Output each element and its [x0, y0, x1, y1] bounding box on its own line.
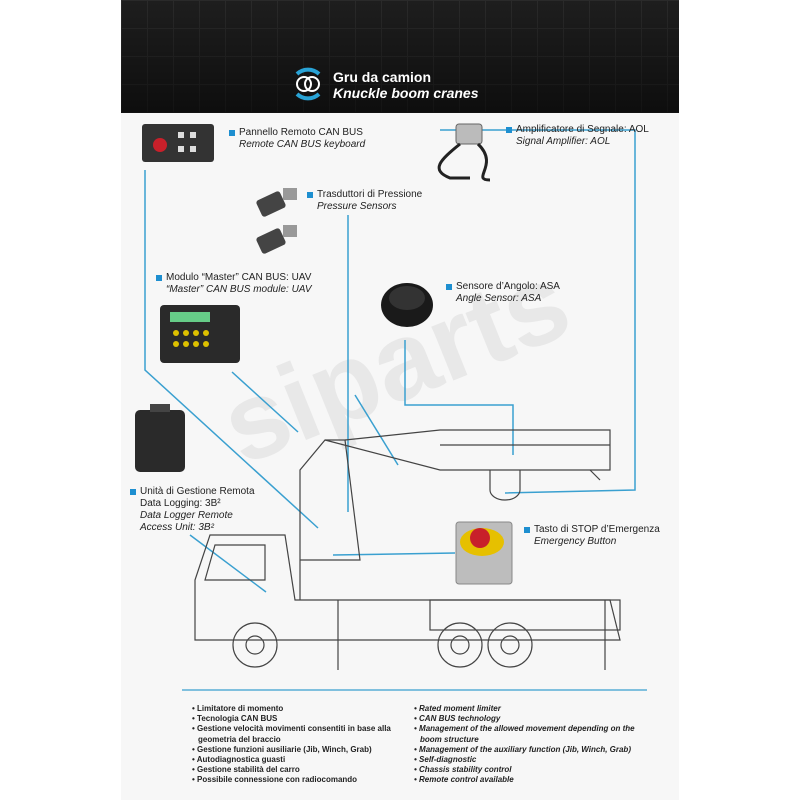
header-banner	[121, 0, 679, 113]
feature-item: • Management of the allowed movement dep…	[414, 724, 635, 744]
emergency-button-image	[455, 521, 513, 585]
feature-item: • Management of the auxiliary function (…	[414, 744, 631, 754]
title-italian: Gru da camion	[333, 69, 432, 85]
feature-item: • Gestione velocità movimenti consentiti…	[192, 724, 391, 744]
feature-item: • Possibile connessione con radiocomando	[192, 775, 358, 785]
signal-amplifier-image	[437, 123, 491, 182]
truck-outline	[194, 429, 621, 670]
title-english: Knuckle boom cranes	[333, 85, 479, 101]
feature-item: • Gestione stabilità del carro	[192, 765, 300, 775]
feature-item: • Tecnologia CAN BUS	[192, 714, 278, 724]
feature-item: • Rated moment limiter	[414, 704, 501, 713]
remote-panel-image	[142, 124, 214, 162]
master-module-image	[160, 305, 240, 363]
feature-item: • Gestione funzioni ausiliarie (Jib, Win…	[192, 744, 372, 754]
feature-item: • Self-diagnostic	[414, 755, 477, 765]
features-list-english: • Rated moment limiter • CAN BUS technol…	[412, 704, 637, 786]
feature-item: • CAN BUS technology	[414, 714, 501, 724]
angle-sensor-image	[381, 283, 433, 327]
features-list-italian: • Limitatore di momento • Tecnologia CAN…	[190, 704, 400, 786]
pressure-sensors-image	[256, 188, 297, 254]
feature-item: • Remote control available	[414, 775, 514, 785]
feature-item: • Chassis stability control	[414, 765, 512, 775]
feature-item: • Limitatore di momento	[192, 704, 284, 713]
data-logger-image	[135, 404, 185, 472]
rings-logo-icon	[295, 67, 321, 101]
label-master-module: Modulo “Master” CAN BUS: UAV“Master” CAN…	[156, 272, 312, 296]
feature-item: • Autodiagnostica guasti	[192, 755, 286, 765]
